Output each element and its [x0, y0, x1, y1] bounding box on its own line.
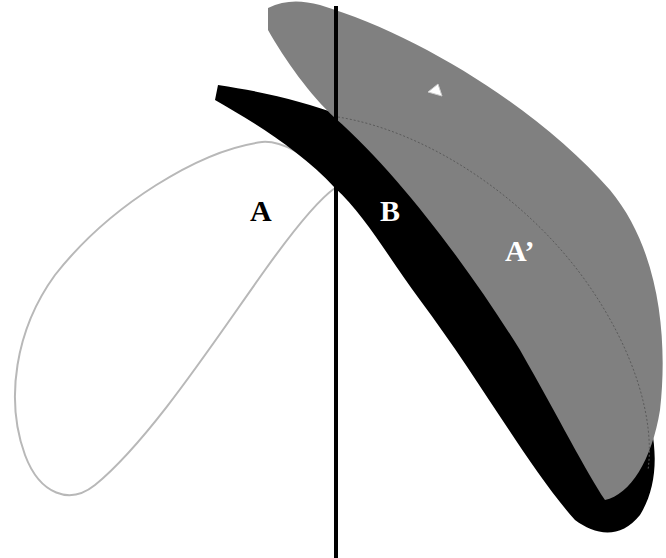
shape-a-prime	[268, 2, 663, 500]
region-label: A’	[505, 236, 534, 266]
small-mark	[428, 84, 442, 96]
axis-line	[334, 6, 338, 558]
mirror-outline	[338, 117, 649, 470]
region-label: B	[380, 196, 400, 226]
shape-a-outline	[15, 142, 335, 495]
region-label: A	[250, 196, 272, 226]
